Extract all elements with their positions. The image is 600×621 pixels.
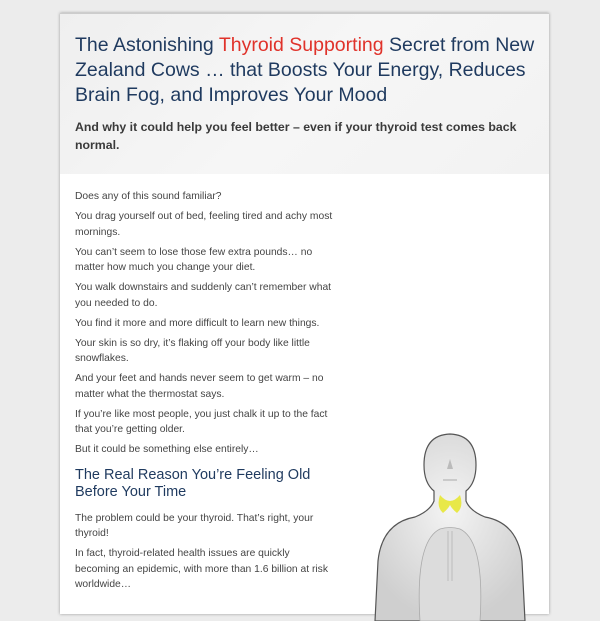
thyroid-anatomy-illustration (374, 433, 526, 621)
paragraph: You drag yourself out of bed, feeling ti… (75, 211, 333, 238)
paragraph: In fact, thyroid-related health issues a… (75, 548, 328, 590)
page-title: The Astonishing Thyroid Supporting Secre… (75, 33, 540, 108)
hero-header: The Astonishing Thyroid Supporting Secre… (60, 14, 549, 174)
paragraph: You can’t seem to lose those few extra p… (75, 246, 313, 274)
paragraph: Your skin is so dry, it’s flaking off yo… (75, 337, 310, 365)
thyroid-gland-icon (438, 495, 462, 513)
title-text-rest: Secret from New Zealand Cows … that Boos… (75, 34, 535, 106)
paragraph: Does any of this sound familiar? (75, 191, 222, 202)
paragraph: And your feet and hands never seem to ge… (75, 373, 324, 400)
paragraph: The problem could be your thyroid. That’… (75, 512, 314, 540)
article-page: The Astonishing Thyroid Supporting Secre… (60, 13, 549, 621)
section-heading: The Real Reason You’re Feeling Old Befor… (75, 466, 311, 501)
paragraph: You walk downstairs and suddenly can’t r… (75, 282, 332, 309)
article-body: Does any of this sound familiar? You dra… (75, 189, 337, 597)
subtitle: And why it could help you feel better – … (75, 120, 517, 152)
paragraph: If you’re like most people, you just cha… (75, 408, 328, 436)
title-text: The Astonishing (75, 34, 219, 56)
paragraph: But it could be something else entirely… (75, 444, 259, 455)
title-highlight: Thyroid Supporting (218, 34, 384, 56)
paragraph: You find it more and more difficult to l… (75, 317, 320, 329)
